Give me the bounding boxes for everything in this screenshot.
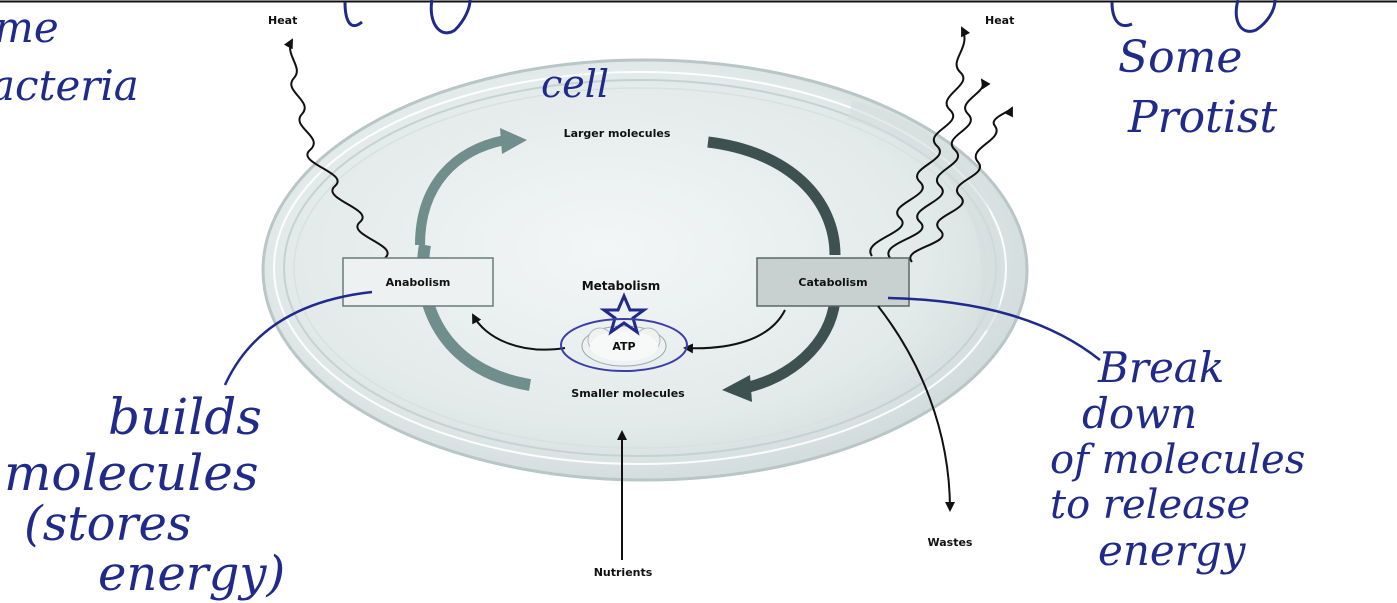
hand-builds-2: molecules [4, 444, 259, 502]
hand-cell: cell [541, 62, 609, 106]
ink-stroke-top-left [345, 2, 362, 26]
catabolism-box: Catabolism [757, 258, 909, 306]
hand-top-left-1: me [0, 3, 59, 52]
smaller-molecules-label: Smaller molecules [571, 387, 685, 400]
heat-label-right: Heat [985, 14, 1014, 27]
ink-stroke-top-center [431, 0, 470, 33]
hand-break-2: down [1082, 389, 1197, 438]
anabolism-label: Anabolism [386, 276, 451, 289]
hand-top-left-2: acteria [0, 61, 139, 110]
anabolism-box: Anabolism [343, 258, 493, 306]
hand-break-4: to release [1050, 482, 1250, 528]
nutrients-label: Nutrients [594, 566, 653, 579]
ink-stroke-top-right [1112, 2, 1132, 26]
larger-molecules-label: Larger molecules [564, 127, 671, 140]
atp-cloud: ATP [582, 326, 666, 366]
hand-break-1: Break [1097, 343, 1224, 392]
catabolism-label: Catabolism [798, 276, 867, 289]
hand-builds-4: energy) [98, 546, 285, 602]
hand-top-right-2: Protist [1127, 92, 1277, 143]
wastes-label: Wastes [928, 536, 973, 549]
hand-top-right-1: Some [1118, 32, 1242, 83]
atp-label: ATP [612, 340, 635, 353]
metabolism-label: Metabolism [582, 279, 661, 293]
hand-builds-3: (stores [24, 496, 192, 552]
ink-stroke-top-right-2 [1236, 0, 1275, 31]
heat-label-left: Heat [268, 14, 297, 27]
hand-break-5: energy [1098, 526, 1247, 575]
hand-builds-1: builds [108, 388, 262, 446]
hand-break-3: of molecules [1050, 437, 1305, 483]
